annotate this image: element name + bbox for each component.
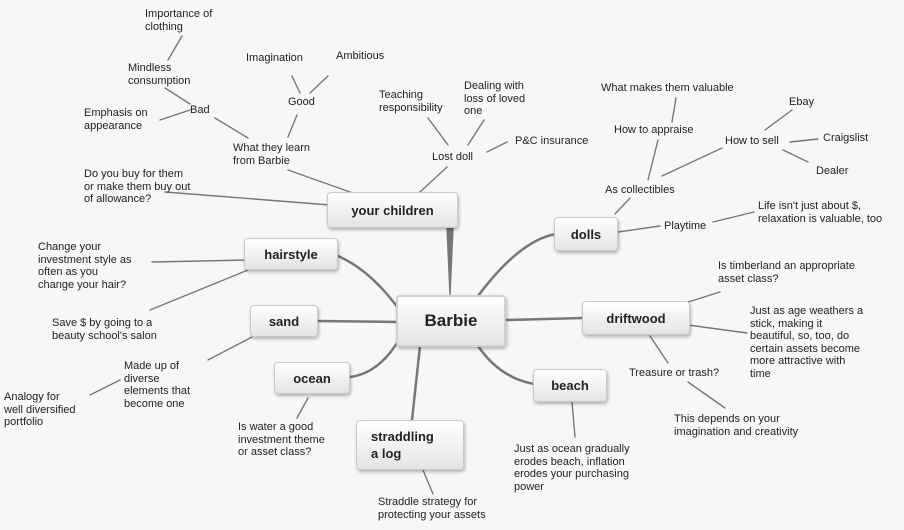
label-as-collectibles[interactable]: As collectibles [605,184,675,196]
connector-root-straddling [410,344,422,422]
label-life-isnt-just-about-money[interactable]: Life isn't just about $, relaxation is v… [758,200,883,225]
label-ocean-erodes-beach[interactable]: Just as ocean gradually erodes beach, in… [514,443,630,493]
label-lost-doll[interactable]: Lost doll [432,151,473,163]
label-playtime[interactable]: Playtime [664,220,707,232]
topic-dolls[interactable]: dolls [554,217,618,251]
label-diverse-elements[interactable]: Made up of diverse elements that become … [124,360,191,410]
label-change-investment-style[interactable]: Change your investment style as often as… [38,241,132,291]
topic-beach[interactable]: beach [533,369,607,402]
label-what-they-learn-from-barbie[interactable]: What they learn from Barbie [233,142,311,167]
topic-ocean[interactable]: ocean [274,362,350,394]
label-dealing-with-loss[interactable]: Dealing with loss of loved one [464,80,526,118]
topic-sand[interactable]: sand [250,305,318,337]
topic-hairstyle[interactable]: hairstyle [244,238,338,270]
central-topic-barbie[interactable]: Barbie [396,295,506,347]
label-emphasis-on-appearance[interactable]: Emphasis on appearance [84,107,148,132]
label-bad[interactable]: Bad [190,104,210,116]
label-what-makes-them-valuable[interactable]: What makes them valuable [601,82,734,94]
label-water-investment-theme[interactable]: Is water a good investment theme or asse… [238,421,325,459]
connector-root-driftwood [504,316,585,322]
topic-your-children[interactable]: your children [327,192,458,228]
label-buy-for-them[interactable]: Do you buy for them or make them buy out… [84,168,191,206]
connector-root-your-children [446,227,454,296]
label-mindless-consumption[interactable]: Mindless consumption [128,62,191,87]
label-straddle-strategy[interactable]: Straddle strategy for protecting your as… [378,496,486,521]
label-ebay[interactable]: Ebay [789,96,815,108]
label-importance-of-clothing[interactable]: Importance of clothing [145,8,213,33]
connector-root-beach [476,344,536,386]
label-age-weathers-a-stick[interactable]: Just as age weathers a stick, making it … [750,305,864,380]
connector-root-hairstyle [336,254,400,310]
label-craigslist[interactable]: Craigslist [823,132,869,144]
label-good[interactable]: Good [288,96,315,108]
topic-driftwood[interactable]: driftwood [582,301,690,335]
label-pc-insurance[interactable]: P&C insurance [515,135,589,147]
connector-root-dolls [476,232,558,298]
label-treasure-or-trash[interactable]: Treasure or trash? [629,367,720,379]
label-imagination[interactable]: Imagination [246,52,303,64]
label-teaching-responsibility[interactable]: Teaching responsibility [379,89,443,114]
label-how-to-sell[interactable]: How to sell [725,135,779,147]
label-imagination-and-creativity[interactable]: This depends on your imagination and cre… [674,413,799,438]
label-dealer[interactable]: Dealer [816,165,849,177]
connector-root-ocean [348,336,402,379]
label-how-to-appraise[interactable]: How to appraise [614,124,694,136]
label-timberland-asset-class[interactable]: Is timberland an appropriate asset class… [718,260,855,285]
label-analogy-diversified-portfolio[interactable]: Analogy for well diversified portfolio [4,391,76,429]
connector-root-sand [316,319,399,324]
label-ambitious[interactable]: Ambitious [336,50,385,62]
topic-straddling-a-log[interactable]: straddling a log [356,420,464,470]
label-beauty-school-salon[interactable]: Save $ by going to a beauty school's sal… [52,317,157,342]
